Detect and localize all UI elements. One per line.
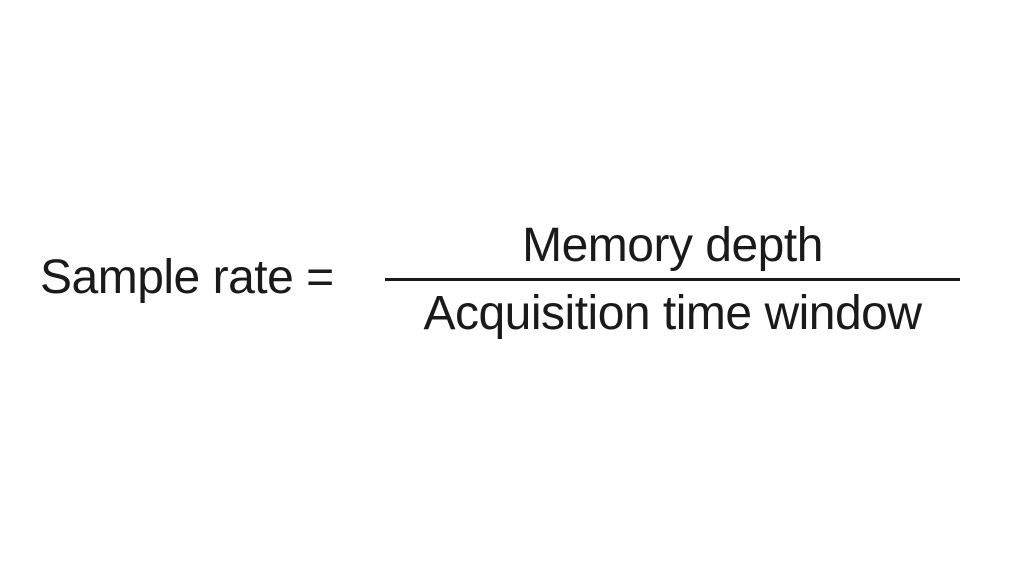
fraction: Memory depth Acquisition time window (385, 218, 960, 342)
denominator: Acquisition time window (423, 287, 922, 340)
numerator: Memory depth (522, 219, 823, 272)
fraction-bar (385, 278, 960, 281)
formula-lhs: Sample rate = (40, 251, 334, 304)
